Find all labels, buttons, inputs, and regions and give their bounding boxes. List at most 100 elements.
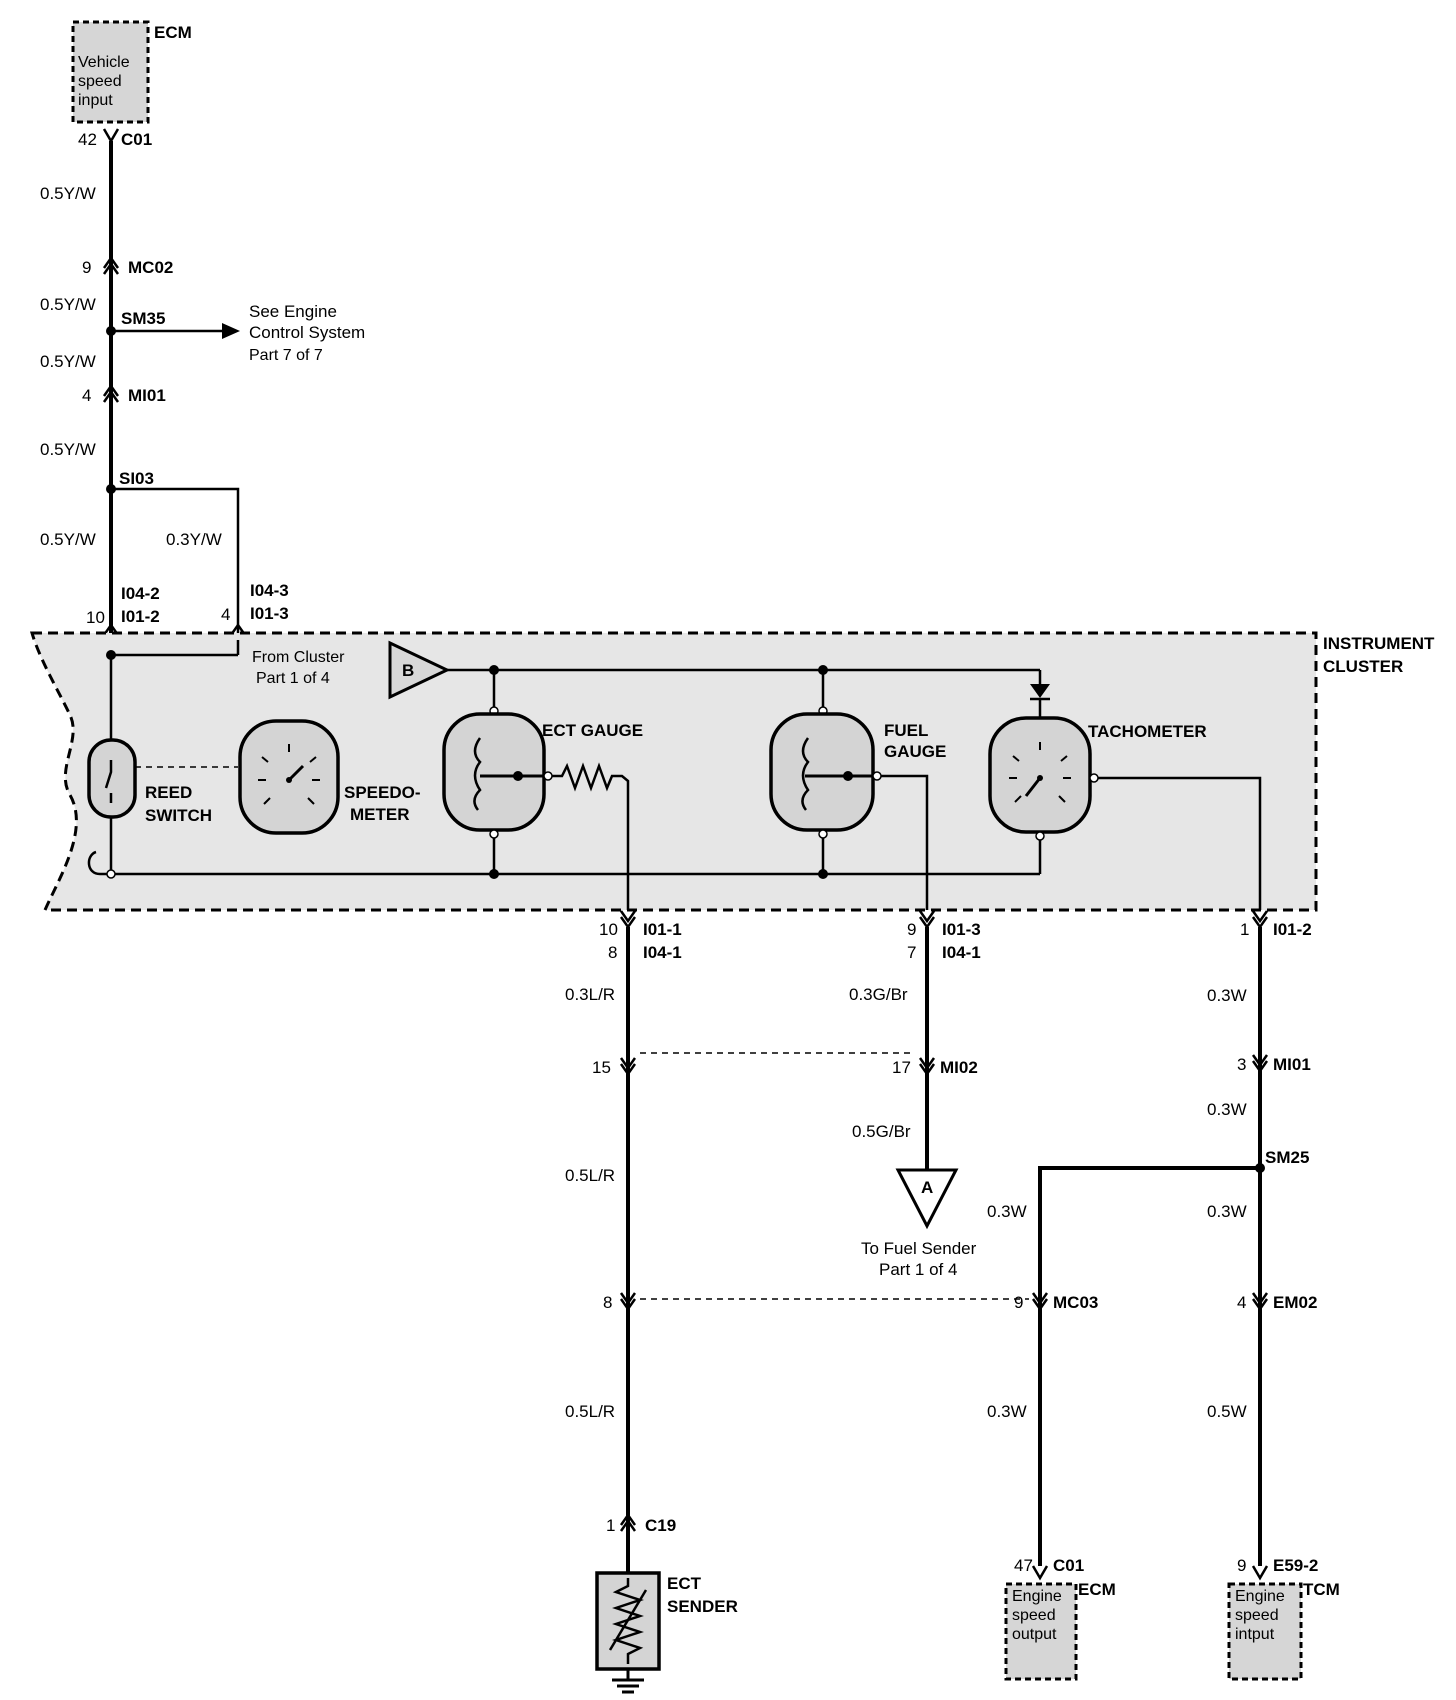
wire-si03-branch [111,487,240,635]
wire-label-tach2: 0.3W [1207,1100,1247,1119]
connector-mi01-top [102,383,120,403]
tach-bottom-terminal [1035,831,1045,841]
mi02-pin-left: 15 [592,1058,611,1077]
i04-2-pin: 10 [86,608,105,627]
arrow-engine-control [222,323,240,339]
connector-mi01-bottom [1251,1054,1269,1074]
mc02-name: MC02 [128,258,173,277]
em02-name: EM02 [1273,1293,1317,1312]
ect-sender-label-2: SENDER [667,1597,738,1616]
connector-tach-out [1251,910,1269,930]
mc02-pin: 9 [82,258,91,277]
ecm-bottom-box [1004,1582,1078,1681]
c19-pin: 1 [606,1516,615,1535]
connector-c01-bottom [1031,1565,1049,1581]
fuel-out-name: I01-3 [942,920,981,939]
ect-gauge-label: ECT GAUGE [542,721,643,740]
mc03-pin-left: 8 [603,1293,612,1312]
speedometer-hub [286,777,292,783]
i01-2-name: I01-2 [121,607,160,626]
ecm-bottom-function-2: speed [1012,1607,1056,1624]
wire-label-w4: 0.5Y/W [40,440,96,459]
ect-gauge [442,712,546,832]
speedometer-dial [258,744,320,805]
ect-bottom-terminal [489,829,499,839]
junction-ground-ect [489,869,499,879]
ref-engine-control-1: See Engine [249,302,337,321]
tcm-function-3: intput [1235,1626,1275,1643]
reed-switch [87,738,137,819]
connector-c01-top [102,128,120,144]
wire-label-w3: 0.5Y/W [40,352,96,371]
reed-contact [104,760,113,803]
fuel-right-terminal [872,771,882,781]
terminal-a [895,1168,959,1230]
ect-sender-arrow [608,1589,648,1651]
connector-mc03-ecm [1031,1292,1049,1312]
wire-label-ect3: 0.5L/R [565,1402,615,1421]
si03-label: SI03 [119,469,154,488]
ref-engine-control-2: Control System [249,323,365,342]
connector-mi02-ect [619,1057,637,1077]
ecm-top-function-2: speed [78,73,122,90]
ect-out-name: I01-1 [643,920,682,939]
fuel-out-name2: I04-1 [942,943,981,962]
ect-resistor [552,762,630,910]
wire-label-w1: 0.5Y/W [40,184,96,203]
ecm-top-box [71,20,150,124]
connector-c19 [619,1512,637,1532]
c01-bottom-pin: 47 [1014,1556,1033,1575]
c19-name: C19 [645,1516,676,1535]
i01-3-name: I01-3 [250,604,289,623]
connector-mc03-ect [619,1292,637,1312]
fuel-out-pin: 9 [907,920,916,939]
cluster-ground-hook [87,850,107,876]
ecm-bottom-function-1: Engine [1012,1588,1062,1605]
fuel-out-pin2: 7 [907,943,916,962]
ect-gauge-coil [473,737,482,811]
e59-2-name: E59-2 [1273,1556,1318,1575]
mi01-bottom-pin: 3 [1237,1055,1246,1074]
tcm-box [1227,1582,1303,1681]
junction-ground-fuel [818,869,828,879]
wire-label-ecm-branch1: 0.3W [987,1202,1027,1221]
tach-output-wire [1098,776,1262,910]
ect-sender-label-1: ECT [667,1574,702,1593]
reed-switch-label-1: REED [145,783,192,802]
i04-3-pin: 4 [221,605,230,624]
cluster-label-1: INSTRUMENT [1323,634,1435,653]
wire-label-fuel1: 0.3G/Br [849,985,908,1004]
tach-out-name: I01-2 [1273,920,1312,939]
tach-right-terminal [1089,773,1099,783]
ecm-top-function-3: input [78,92,113,109]
connector-em02 [1251,1292,1269,1312]
tach-out-pin: 1 [1240,920,1249,939]
tcm-function-1: Engine [1235,1588,1285,1605]
tachometer-hub [1037,775,1043,781]
fuel-gauge [769,712,875,832]
mi02-pin-right: 17 [892,1058,911,1077]
fuel-gauge-coil [801,737,810,811]
wire-label-w2: 0.5Y/W [40,295,96,314]
sm25-label: SM25 [1265,1148,1309,1167]
wire-label-tach1: 0.3W [1207,986,1247,1005]
ecm-top-label: ECM [154,23,192,42]
i04-3-name: I04-3 [250,581,289,600]
ecm-bottom-label: ECM [1078,1580,1116,1599]
mi02-name: MI02 [940,1058,978,1077]
ref-from-cluster-2: Part 1 of 4 [256,670,330,687]
ecm-bottom-function-3: output [1012,1626,1057,1643]
mc03-pin-right: 9 [1014,1293,1023,1312]
c01-top-name: C01 [121,130,152,149]
fuel-gauge-label-1: FUEL [884,721,928,740]
mi01-top-pin: 4 [82,386,91,405]
i04-2-name: I04-2 [121,584,160,603]
ref-engine-control-3: Part 7 of 7 [249,347,323,364]
connector-mi02-fuel [918,1057,936,1077]
wire-label-tach4: 0.5W [1207,1402,1247,1421]
wire-label-ect2: 0.5L/R [565,1166,615,1185]
sm35-label: SM35 [121,309,165,328]
fuel-output-wire [881,774,929,910]
connector-fuel-out [918,910,936,930]
